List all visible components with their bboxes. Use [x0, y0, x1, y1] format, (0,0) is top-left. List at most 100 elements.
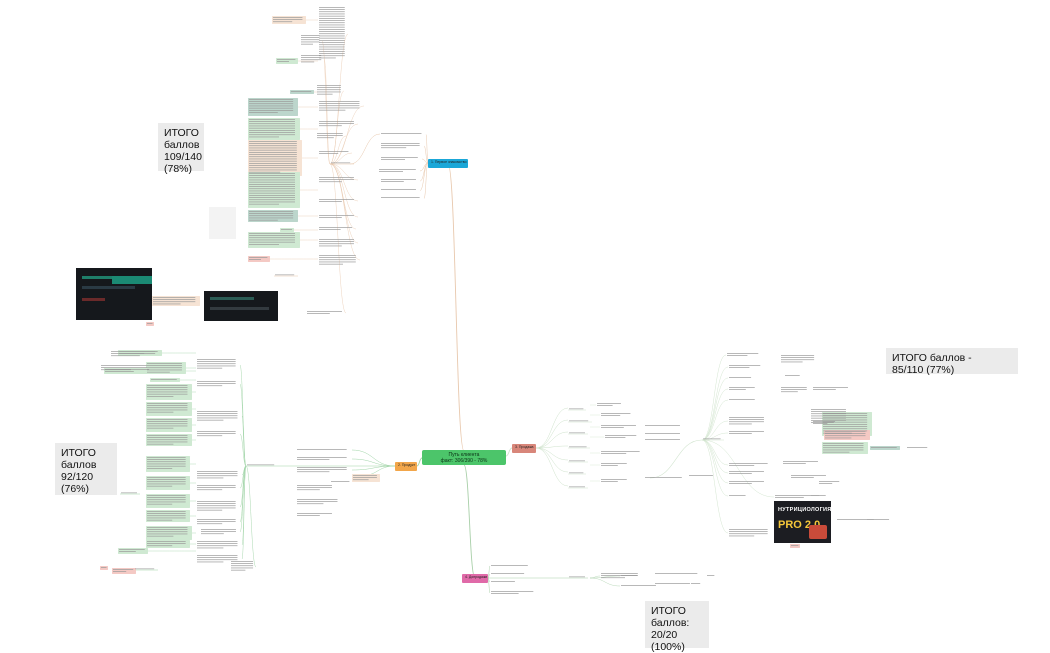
node-text-line: [729, 367, 750, 368]
mind-map-node: [196, 358, 240, 372]
mind-map-node: [728, 376, 754, 380]
node-text-line: [601, 451, 640, 452]
hub-node-first-contact[interactable]: 1. Первое знакомство: [428, 159, 468, 168]
node-text-line: [197, 559, 238, 561]
node-text-line: [249, 239, 295, 241]
hub-node-upsell[interactable]: 4. Допродажи: [462, 574, 488, 583]
node-text-line: [249, 167, 297, 169]
node-text-line: [645, 425, 680, 426]
connector-line: [329, 163, 359, 244]
node-text-line: [319, 151, 349, 152]
node-text-line: [197, 473, 238, 474]
central-topic-node[interactable]: Путь клиента факт: 306/390 - 78%: [422, 450, 506, 465]
node-text-line: [353, 477, 377, 478]
node-text-line: [301, 43, 313, 45]
connector-line: [241, 465, 247, 560]
node-text-line: [729, 389, 746, 390]
node-text-line: [381, 189, 416, 190]
node-text-line: [491, 573, 525, 574]
node-text-line: [297, 503, 324, 505]
connector-line: [423, 162, 429, 199]
node-text-line: [197, 521, 236, 522]
mind-map-node: [296, 456, 352, 462]
node-text-line: [823, 417, 868, 419]
node-text-line: [319, 51, 345, 52]
central-topic-score: факт: 306/390 - 78%: [440, 458, 488, 464]
screenshot-thumbnail[interactable]: [204, 291, 278, 321]
mind-map-node: [276, 58, 298, 64]
side-note[interactable]: ​: [209, 207, 236, 239]
node-text-line: [197, 361, 236, 362]
hub-node-product[interactable]: 2. Продукт: [395, 462, 417, 471]
node-text-line: [197, 365, 236, 367]
node-text-line: [249, 181, 295, 183]
node-text-line: [197, 489, 223, 491]
mind-map-node: [150, 378, 180, 382]
node-text-line: [781, 355, 815, 356]
node-text-line: [781, 357, 815, 358]
mind-map-node: [490, 590, 538, 596]
node-text-line: [729, 483, 752, 484]
connector-line: [419, 162, 429, 191]
mind-map-node: [728, 364, 764, 370]
node-text-line: [605, 437, 626, 438]
node-text-line: [277, 59, 296, 60]
connector-line: [701, 354, 727, 441]
mind-map-node: [248, 172, 300, 208]
node-text-line: [201, 529, 236, 530]
node-text-line: [319, 215, 354, 216]
node-text-line: [197, 485, 236, 486]
node-text-line: [249, 125, 295, 127]
node-text-line: [147, 541, 186, 542]
node-text-line: [823, 447, 864, 449]
node-text-line: [819, 483, 833, 484]
node-text-line: [147, 503, 173, 505]
node-text-line: [319, 153, 339, 154]
node-text-line: [249, 177, 295, 179]
score-box-first-contact: ИТОГО баллов 109/140 (78%): [158, 123, 204, 175]
node-text-line: [197, 417, 238, 419]
node-text-line: [601, 465, 618, 466]
node-text-line: [281, 229, 293, 230]
hub-node-sale[interactable]: 3. Продажа: [512, 444, 536, 453]
node-text-line: [381, 197, 420, 198]
mind-map-node: [380, 132, 426, 137]
node-text-line: [601, 427, 624, 428]
main-branch-product: [416, 457, 423, 467]
node-text-line: [147, 477, 186, 478]
mind-map-node: [146, 322, 154, 326]
node-text-line: [249, 184, 295, 185]
node-text-line: [197, 435, 223, 437]
mind-map-node: [248, 256, 270, 262]
node-text-line: [319, 44, 345, 46]
node-text-line: [569, 420, 589, 422]
score-line: баллов: [61, 459, 97, 471]
node-text-line: [147, 423, 188, 425]
node-text-line: [197, 419, 224, 421]
node-text-line: [147, 425, 188, 427]
score-box-upsell: ИТОГО баллов: 20/20 (100%): [645, 601, 709, 653]
node-text-line: [249, 235, 295, 236]
node-text-line: [811, 411, 846, 412]
node-text-line: [297, 515, 320, 516]
node-text-line: [601, 425, 636, 426]
node-text-line: [823, 445, 864, 446]
node-text-line: [783, 463, 806, 464]
node-text-line: [147, 483, 186, 485]
node-text-line: [319, 177, 354, 178]
node-text-line: [249, 171, 281, 173]
node-text-line: [105, 369, 150, 370]
mind-map-node: [380, 156, 422, 162]
mind-map-node: [112, 568, 136, 574]
node-text-line: [823, 419, 868, 421]
connector-line: [535, 447, 569, 473]
screenshot-thumbnail[interactable]: [112, 276, 152, 284]
node-text-line: [823, 426, 868, 427]
node-text-line: [319, 243, 354, 245]
mind-map-node: [906, 446, 930, 450]
node-text-line: [249, 121, 295, 122]
node-text-line: [729, 463, 768, 464]
node-text-line: [597, 403, 621, 404]
promo-banner-image[interactable]: НУТРИЦИОЛОГИЯ PRO 2.0: [774, 501, 831, 543]
